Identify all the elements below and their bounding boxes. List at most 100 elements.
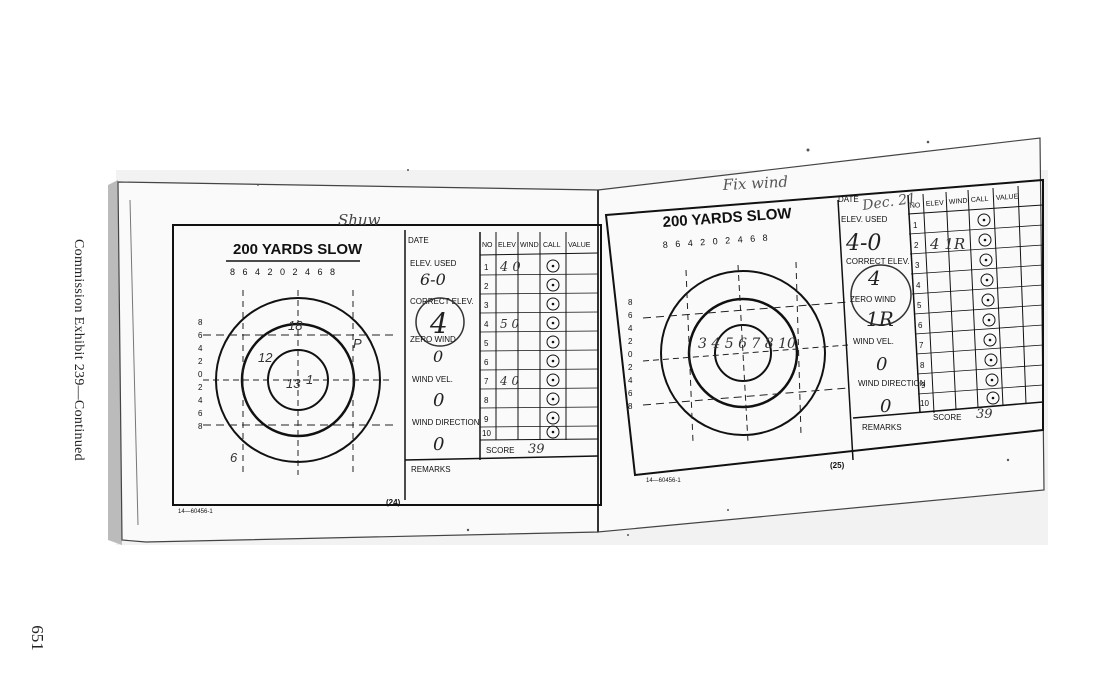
left-side-tick: 6	[198, 331, 203, 340]
left-row4-entry: 5 0	[500, 317, 519, 331]
left-page-number: (24)	[386, 498, 401, 507]
left-top-scale: 8 6 4 2 0 2 4 6 8	[230, 267, 338, 277]
left-wind-vel-label: WIND VEL.	[412, 375, 453, 384]
left-shot-table: NO ELEV WIND CALL VALUE 1 2 3 4 5 6 7 8 …	[479, 232, 599, 441]
right-score-value: 39	[976, 407, 993, 422]
right-col-header: ELEV	[926, 200, 945, 208]
left-zero-wind-label: ZERO WIND	[410, 335, 456, 344]
left-row-no: 5	[484, 339, 489, 348]
left-row-no: 7	[484, 377, 489, 386]
right-row-no: 2	[914, 241, 919, 250]
right-elev-used-value: 4-0	[845, 231, 881, 256]
right-zero-wind-label: ZERO WIND	[850, 295, 896, 304]
left-row-no: 3	[484, 301, 489, 310]
right-elev-used-label: ELEV. USED	[841, 215, 888, 224]
left-row-no: 4	[484, 320, 489, 329]
right-row-no: 10	[920, 399, 929, 408]
right-wind-direction-label: WIND DIRECTION	[858, 379, 926, 388]
right-row-no: 5	[917, 301, 922, 310]
left-side-tick: 6	[198, 409, 203, 418]
right-zero-wind-value: 1R	[866, 307, 894, 331]
scorebook-photo: 200 YARDS SLOW 8 6 4 2 0 2 4 6 8 8 6 4 2…	[108, 130, 1050, 550]
right-side-tick: 8	[628, 298, 633, 307]
page-number: 651	[28, 625, 47, 651]
left-correct-elev-value: 4	[429, 307, 448, 340]
left-col-header: ELEV	[498, 242, 516, 249]
left-side-tick: 4	[198, 344, 203, 353]
left-correct-elev-label: CORRECT ELEV.	[410, 297, 474, 306]
right-side-tick: 2	[628, 363, 633, 372]
right-col-header: NO	[910, 202, 922, 210]
right-row-no: 7	[919, 341, 924, 350]
right-shot-table: NO ELEV WIND CALL VALUE 1 2 3 4 5 6 7 8 …	[907, 185, 1044, 414]
left-zero-wind-value: 0	[433, 347, 443, 366]
left-row1-entry: 4 0	[499, 260, 521, 275]
right-remarks-label: REMARKS	[862, 423, 902, 432]
right-date-label: DATE	[838, 195, 859, 204]
left-row-no: 10	[482, 429, 491, 438]
right-row-no: 1	[913, 221, 918, 230]
svg-text:6: 6	[230, 450, 238, 465]
left-wind-vel-value: 0	[433, 390, 444, 411]
left-shot-marks: 18 12 13 1 P 6	[230, 318, 362, 465]
right-row-no: 3	[915, 261, 920, 270]
right-row2-entry: 4 1R	[929, 235, 965, 253]
left-date-label: DATE	[408, 236, 429, 245]
left-row-no: 1	[484, 263, 489, 272]
right-side-tick: 2	[628, 337, 633, 346]
right-col-header: CALL	[971, 196, 989, 204]
right-side-tick: 0	[628, 350, 633, 359]
right-col-header: WIND	[949, 198, 968, 206]
left-side-tick: 2	[198, 383, 203, 392]
left-col-header: NO	[482, 242, 493, 249]
left-side-tick: 2	[198, 357, 203, 366]
left-elev-used-label: ELEV. USED	[410, 259, 457, 268]
svg-text:13: 13	[286, 376, 301, 391]
left-row-no: 6	[484, 358, 489, 367]
left-col-header: VALUE	[568, 242, 591, 249]
right-correct-elev-value: 4	[867, 266, 881, 290]
left-form-number: 14—60456-1	[178, 509, 213, 515]
svg-text:1: 1	[306, 372, 313, 387]
right-correct-elev-label: CORRECT ELEV.	[846, 257, 910, 266]
left-side-tick: 0	[198, 370, 203, 379]
left-header-handwriting: Shuw	[338, 211, 381, 229]
photocopy-noise	[257, 140, 1010, 536]
left-col-header: WIND	[520, 242, 539, 249]
left-score-value: 39	[528, 442, 545, 457]
left-card-title: 200 YARDS SLOW	[233, 241, 363, 258]
right-side-tick: 6	[628, 389, 633, 398]
right-row-no: 8	[920, 361, 925, 370]
left-row7-entry: 4 0	[499, 374, 519, 388]
svg-text:18: 18	[288, 318, 303, 333]
left-row-no: 9	[484, 415, 489, 424]
right-side-tick: 8	[628, 402, 633, 411]
right-score-label: SCORE	[933, 413, 961, 422]
right-row-no: 6	[918, 321, 923, 330]
exhibit-caption: Commission Exhibit 239—Continued	[71, 239, 86, 461]
left-row-no: 2	[484, 282, 489, 291]
right-side-tick: 4	[628, 324, 633, 333]
right-date-value: Dec. 21	[860, 191, 917, 215]
left-wind-direction-label: WIND DIRECTION	[412, 418, 480, 427]
left-elev-used-value: 6-0	[420, 270, 446, 289]
right-page-number: (25)	[830, 461, 845, 470]
left-side-tick: 8	[198, 422, 203, 431]
right-header-handwriting: Fix wind	[721, 173, 788, 194]
svg-text:P: P	[353, 336, 362, 351]
right-wind-vel-label: WIND VEL.	[853, 337, 894, 346]
left-col-header: CALL	[543, 242, 561, 249]
right-form-number: 14—60456-1	[646, 478, 681, 484]
right-side-tick: 6	[628, 311, 633, 320]
left-row-no: 8	[484, 396, 489, 405]
left-target	[203, 290, 393, 475]
left-score-label: SCORE	[486, 446, 514, 455]
left-side-tick: 4	[198, 396, 203, 405]
left-wind-direction-value: 0	[433, 434, 444, 455]
right-col-header: VALUE	[996, 193, 1019, 202]
svg-text:12: 12	[258, 350, 273, 365]
right-row-no: 9	[921, 381, 926, 390]
right-wind-direction-value: 0	[880, 396, 891, 417]
left-side-tick: 8	[198, 318, 203, 327]
right-shot-marks: 3 4 5 6 7 8 10	[698, 336, 796, 352]
